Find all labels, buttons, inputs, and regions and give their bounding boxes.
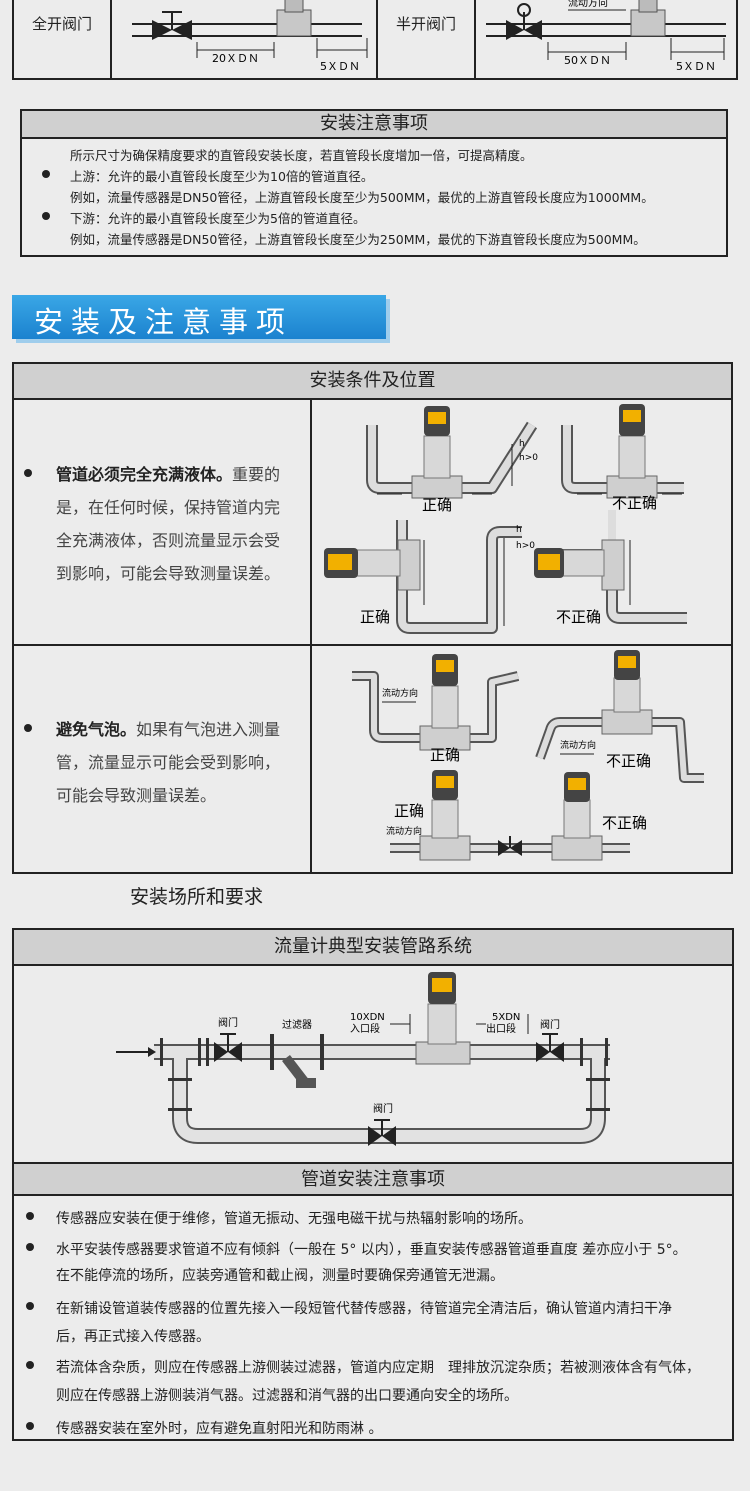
bullet-icon (24, 469, 32, 477)
flow-direction-label: 流动方向 (382, 687, 418, 699)
typical-system-diagram: 阀门 过滤器 10XDN 入口段 5XDN 出口段 阀门 阀门 (116, 972, 610, 1146)
outlet-label: 出口段 (486, 1022, 516, 1035)
full-open-valve-label: 全开阀门 (31, 14, 92, 33)
incorrect-label: 不正确 (612, 494, 657, 512)
filter-label: 过滤器 (282, 1018, 312, 1031)
top-diagram-strip: 全开阀门 半开阀门 20ＸＤＮ 5ＸＤＮ 流动方向 50ＸＤＮ (12, 0, 738, 80)
avoid-bubbles-paragraph: 避免气泡。如果有气泡进入测量 管，流量显示可能会受到影响， 可能会导致测量误差。 (56, 713, 306, 812)
pipe-notes-title: 管道安装注意事项 (14, 1162, 732, 1196)
avoid-bubbles-line: 可能会导致测量误差。 (56, 786, 217, 805)
full-pipe-line: 全充满液体，否则流量显示会受 (56, 531, 281, 550)
pipe-note-line: 则应在传感器上游侧装消气器。过滤器和消气器的出口要通向安全的场所。 (56, 1388, 518, 1404)
section-banner-title: 安装及注意事项 (34, 305, 294, 339)
flow-direction-label: 流动方向 (386, 825, 422, 837)
inlet-label: 入口段 (350, 1022, 380, 1035)
h-marker: h>0 (516, 541, 535, 551)
half-open-valve-label: 半开阀门 (395, 14, 456, 33)
correct-label: 正确 (422, 496, 452, 514)
valve-label: 阀门 (540, 1018, 560, 1031)
avoid-bubbles-line: 管，流量显示可能会受到影响， (56, 753, 281, 772)
downstream-dim-label: 5ＸＤＮ (676, 60, 716, 73)
full-pipe-diagram: h h>0 h h>0 正确 不正确 正确 不正确 (324, 404, 687, 634)
install-notes-title: 安装注意事项 (22, 111, 726, 139)
bullet-icon (26, 1302, 34, 1310)
install-notes-box: 安装注意事项 (20, 109, 728, 257)
pipe-note-line: 传感器安装在室外时，应有避免直射阳光和防雨淋 。 (56, 1421, 383, 1437)
correct-label: 正确 (360, 608, 390, 626)
section-banner: 安装及注意事项 (12, 295, 386, 339)
full-pipe-bold: 管道必须完全充满液体。 (56, 465, 233, 484)
site-title: 安装场所和要求 (130, 886, 264, 908)
divider (110, 0, 112, 80)
bullet-icon (24, 724, 32, 732)
incorrect-label: 不正确 (602, 814, 647, 832)
bullet-icon (26, 1243, 34, 1251)
pipe-note-line: 若流体含杂质，则应在传感器上游侧装过滤器，管道内应定期 理排放沉淀杂质；若被测液… (56, 1360, 700, 1376)
bullet-icon (42, 170, 50, 178)
divider (14, 644, 731, 646)
h-marker: h (516, 525, 522, 535)
full-open-valve-diagram: 20ＸＤＮ 5ＸＤＮ (132, 0, 368, 73)
note-line: 所示尺寸为确保精度要求的直管段安装长度，若直管段长度增加一倍，可提高精度。 (70, 148, 533, 163)
pipe-note-line: 在新铺设管道装传感器的位置先接入一段短管代替传感器，待管道完全清洁后，确认管道内… (56, 1301, 672, 1317)
pipe-note-line: 水平安装传感器要求管道不应有倾斜（一般在 5° 以内），垂直安装传感器管道垂直度… (56, 1242, 687, 1258)
pipe-note-line: 在不能停流的场所，应装旁通管和截止阀，测量时要确保旁通管无泄漏。 (56, 1268, 504, 1284)
valve-label: 阀门 (373, 1102, 393, 1115)
bullet-icon (26, 1361, 34, 1369)
avoid-bubbles-diagram: 流动方向 正确 流动方向 不正确 正确 流动方向 不正确 (352, 650, 704, 861)
upstream-dim-label: 20ＸＤＮ (212, 52, 259, 65)
correct-label: 正确 (430, 746, 460, 764)
divider (376, 0, 378, 80)
divider (474, 0, 476, 80)
upstream-dim-label: 50ＸＤＮ (564, 54, 611, 67)
h-marker: h>0 (519, 453, 538, 463)
correct-label: 正确 (394, 802, 424, 820)
valve-label: 阀门 (218, 1016, 238, 1029)
note-line: 例如，流量传感器是DN50管径，上游直管段长度至少为500MM，最优的上游直管段… (70, 190, 654, 205)
inlet-dim-label: 10XDN (350, 1012, 385, 1023)
note-line: 上游：允许的最小直管段长度至少为10倍的管道直径。 (70, 169, 374, 184)
incorrect-label: 不正确 (606, 752, 651, 770)
incorrect-label: 不正确 (556, 608, 601, 626)
flow-direction-label: 流动方向 (560, 739, 596, 751)
pipe-note-line: 后，再正式接入传感器。 (56, 1329, 210, 1345)
typical-system-title: 流量计典型安装管路系统 (14, 930, 732, 966)
flow-direction-label: 流动方向 (568, 0, 608, 9)
avoid-bubbles-text: 如果有气泡进入测量 (136, 720, 281, 739)
full-pipe-text: 重要的 (232, 465, 281, 484)
bullet-icon (26, 1212, 34, 1220)
full-pipe-line: 是，在任何时候，保持管道内完 (56, 498, 281, 517)
pipe-note-line: 传感器应安装在便于维修，管道无振动、无强电磁干扰与热辐射影响的场所。 (56, 1211, 532, 1227)
outlet-dim-label: 5XDN (492, 1012, 520, 1023)
typical-system-box: 流量计典型安装管路系统 管道安装注意事项 (12, 928, 734, 1441)
bullet-icon (42, 212, 50, 220)
half-open-valve-diagram: 流动方向 50ＸＤＮ 5ＸＤＮ (486, 0, 726, 73)
avoid-bubbles-bold: 避免气泡。 (56, 720, 137, 739)
h-marker: h (519, 439, 525, 449)
note-line: 例如，流量传感器是DN50管径，上游直管段长度至少为250MM，最优的下游直管段… (70, 232, 646, 247)
bullet-icon (26, 1422, 34, 1430)
divider (310, 400, 312, 872)
full-pipe-paragraph: 管道必须完全充满液体。重要的 是，在任何时候，保持管道内完 全充满液体，否则流量… (56, 458, 306, 590)
note-line: 下游：允许的最小直管段长度至少为5倍的管道直径。 (70, 211, 366, 226)
full-pipe-line: 到影响，可能会导致测量误差。 (56, 564, 281, 583)
conditions-title: 安装条件及位置 (14, 364, 731, 400)
downstream-dim-label: 5ＸＤＮ (320, 60, 360, 73)
